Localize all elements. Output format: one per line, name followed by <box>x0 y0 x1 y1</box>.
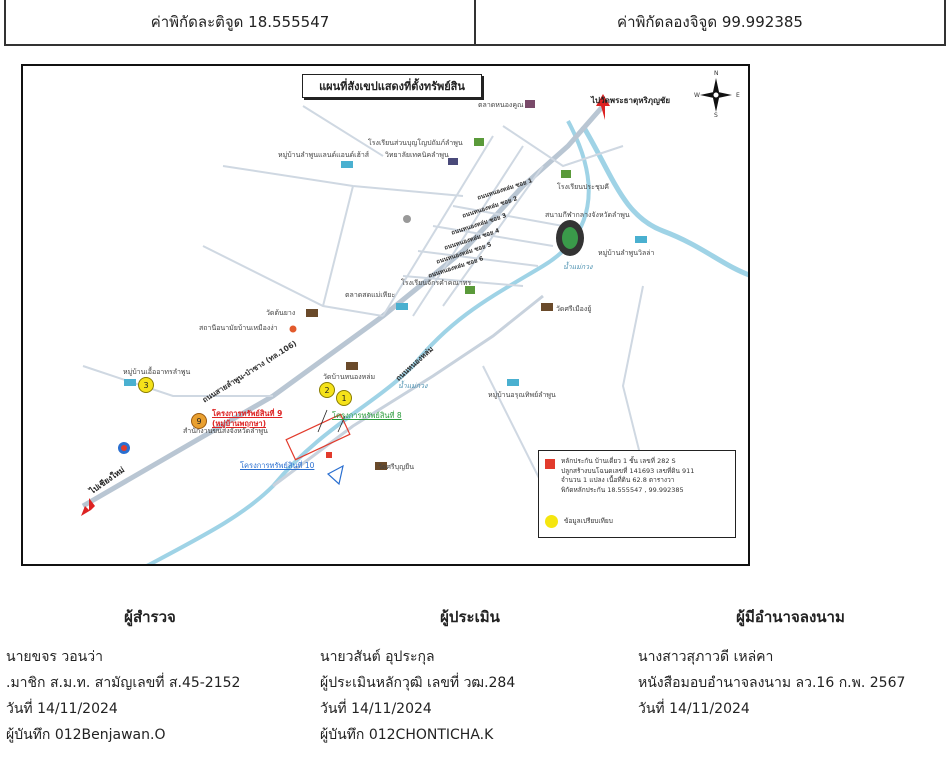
label-college: วิทยาลัยเทคนิคลำพูน <box>385 151 449 159</box>
appraiser-recorder: ผู้บันทึก 012CHONTICHA.K <box>320 727 494 743</box>
location-map: แผนที่สังเขปแสดงที่ตั้งทรัพย์สิน N S W E… <box>21 64 750 566</box>
compass-rose: N S W E <box>694 70 740 119</box>
label-office: สำนักงานขนส่งจังหวัดลำพูน <box>183 427 268 435</box>
label-village-4: หมู่บ้านอรุณทิพย์ลำพูน <box>488 391 556 399</box>
arrow-to-chiangmai <box>81 498 95 516</box>
appraiser-date: วันที่ 14/11/2024 <box>320 701 432 717</box>
label-temple-4: วัดศรีบุญยืน <box>378 463 414 471</box>
village-icons <box>124 161 647 386</box>
appraiser-license: ผู้ประเมินหลักวุฒิ เลขที่ วฒ.284 <box>320 675 516 691</box>
compass-icon <box>700 78 732 112</box>
label-school-top: โรงเรียนส่วนบุญโญปถัมภ์ลำพูน <box>368 139 463 147</box>
office-icon <box>403 215 411 223</box>
label-project-subject: โครงการทรัพย์สินที่ 9 <box>212 409 283 418</box>
label-school-2: โรงเรียนประชุมคี <box>557 183 609 191</box>
appraiser-heading: ผู้ประเมิน <box>440 608 500 626</box>
comparable-marker-1: 1 <box>336 390 352 406</box>
college-icon <box>448 158 458 165</box>
arrow-to-temple <box>596 94 610 120</box>
map-legend: หลักประกัน บ้านเดี่ยว 1 ชั้น เลขที่ 282 … <box>538 450 736 538</box>
legend-subject-line-4: พิกัดหลักประกัน 18.555547 , 99.992385 <box>561 485 684 494</box>
minor-roads <box>82 105 644 487</box>
comparable-marker-3: 3 <box>138 377 154 393</box>
compass-s: S <box>714 112 718 119</box>
map-canvas <box>81 94 748 564</box>
legend-comparable-swatch <box>545 515 558 528</box>
surveyor-recorder: ผู้บันทึก 012Benjawan.O <box>6 727 166 743</box>
legend-comparable-label: ข้อมูลเปรียบเทียบ <box>564 516 613 525</box>
label-temple-1: วัดต้นยาง <box>266 309 296 317</box>
label-temple-3: วัดบ้านหนองหล่ม <box>323 373 376 381</box>
label-village-1: หมู่บ้านลำพูนแลนด์แอนด์เฮ้าส์ <box>278 151 370 159</box>
comparable-marker-2: 2 <box>319 382 335 398</box>
appraiser-block: ผู้ประเมิน นายวสันต์ อุประกุล ผู้ประเมิน… <box>320 605 620 748</box>
label-project-green: โครงการทรัพย์สินที่ 8 <box>332 411 402 420</box>
label-school-3: โรงเรียนจักรคำคณาทร <box>401 279 472 287</box>
legend-subject: หลักประกัน บ้านเดี่ยว 1 ชั้น เลขที่ 282 … <box>545 457 694 495</box>
blue-project-shape <box>326 464 344 486</box>
surveyor-name: นายขจร วอนว่า <box>6 649 103 665</box>
label-village-2: หมู่บ้านลำพูนวิลล่า <box>598 249 655 257</box>
label-market-2: ตลาดสดแม่เหียะ <box>345 291 396 299</box>
label-temple-2: วัดศรีเมืองยู้ <box>556 305 592 313</box>
label-stadium: สนามกีฬากลางจังหวัดลำพูน <box>545 211 630 219</box>
subject-dot <box>326 452 332 458</box>
label-village-3: หมู่บ้านเอื้ออาทรลำพูน <box>123 368 191 376</box>
label-project-blue: โครงการทรัพย์สินที่ 10 <box>240 461 315 470</box>
subject-parcel <box>285 413 351 461</box>
approver-authority: หนังสือมอบอำนาจลงนาม ลว.16 ก.พ. 2567 <box>638 675 906 691</box>
label-market: ตลาดหนองคูณ <box>478 101 524 109</box>
temple-icons <box>306 303 553 470</box>
approver-heading: ผู้มีอำนาจลงนาม <box>736 608 845 626</box>
legend-subject-swatch <box>545 459 555 469</box>
compass-e: E <box>736 92 740 99</box>
surveyor-heading: ผู้สำรวจ <box>124 608 176 626</box>
legend-comparable: ข้อมูลเปรียบเทียบ <box>545 515 613 528</box>
legend-subject-line-2: ปลูกสร้างบนโฉนดเลขที่ 141693 เลขที่ดิน 9… <box>561 466 695 475</box>
label-river-2: น้ำแม่กวง <box>398 382 428 390</box>
label-to-temple: ไปวัดพระธาตุหริภุญชัย <box>591 96 671 105</box>
road-side <box>272 294 544 488</box>
coordinates-bar: ค่าพิกัดละติจูด 18.555547 ค่าพิกัดลองจิจ… <box>4 0 946 46</box>
map-title: แผนที่สังเขปแสดงที่ตั้งทรัพย์สิน <box>302 74 482 98</box>
legend-subject-line-1: หลักประกัน บ้านเดี่ยว 1 ชั้น เลขที่ 282 … <box>561 457 676 465</box>
label-river-1: น้ำแม่กวง <box>563 263 593 271</box>
surveyor-date: วันที่ 14/11/2024 <box>6 701 118 717</box>
market-icon <box>525 100 535 108</box>
compass-w: W <box>694 92 700 99</box>
label-project-subject-note: (หมู่บ้านพฤกษา) <box>212 419 267 428</box>
surveyor-block: ผู้สำรวจ นายขจร วอนว่า .มาชิก ส.ม.ท. สาม… <box>0 605 300 748</box>
compass-n: N <box>714 70 719 77</box>
approver-date: วันที่ 14/11/2024 <box>638 701 750 717</box>
label-health: สถานีอนามัยบ้านเหมืองง่า <box>199 324 278 332</box>
health-icon <box>289 325 297 333</box>
latitude-value: ค่าพิกัดละติจูด 18.555547 <box>150 13 330 31</box>
approver-name: นางสาวสุภาวดี เหล่คา <box>638 649 774 665</box>
comparable-marker-9: 9 <box>191 413 207 429</box>
legend-subject-line-3: จำนวน 1 แปลง เนื้อที่ดิน 62.8 ตารางวา <box>561 476 675 484</box>
school-icons <box>465 138 571 294</box>
surveyor-membership: .มาชิก ส.ม.ท. สามัญเลขที่ ส.45-2152 <box>6 675 241 691</box>
longitude-value: ค่าพิกัดลองจิจูด 99.992385 <box>474 0 944 44</box>
river-mae-kuang <box>580 124 748 278</box>
approver-block: ผู้มีอำนาจลงนาม นางสาวสุภาวดี เหล่คา หนั… <box>638 605 943 722</box>
appraiser-name: นายวสันต์ อุประกุล <box>320 649 435 665</box>
